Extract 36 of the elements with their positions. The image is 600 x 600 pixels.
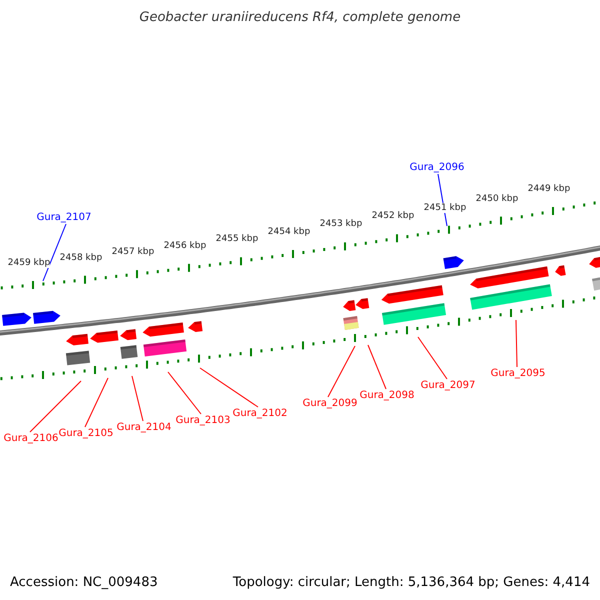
scale-label: 2453 kbp xyxy=(320,219,362,230)
scale-label: 2450 kbp xyxy=(476,194,518,204)
gene-label: Gura_2095 xyxy=(490,367,546,380)
title: Geobacter uraniireducens Rf4, complete genome xyxy=(138,10,462,25)
leader-line xyxy=(168,372,202,414)
genome-info-text: Topology: circular; Length: 5,136,364 bp; Genes: 4,414 xyxy=(232,575,590,590)
leader-line xyxy=(368,344,386,390)
gene-label: Gura_2099 xyxy=(302,397,358,410)
scale-label: 2455 kbp xyxy=(216,234,258,244)
leader-line xyxy=(30,380,82,432)
scale-label: 2449 kbp xyxy=(528,184,570,194)
leader-line xyxy=(328,346,356,398)
scale-label: 2457 kbp xyxy=(112,247,154,258)
scale-label: 2459 kbp xyxy=(8,258,50,268)
leader-line xyxy=(418,336,448,380)
leader-line xyxy=(132,376,144,422)
scale-label: 2452 kbp xyxy=(372,211,414,222)
scale-ruler xyxy=(0,296,596,382)
gene-label: Gura_2107 xyxy=(36,211,92,224)
scale-label: 2451 kbp xyxy=(424,202,466,213)
gene-label: Gura_2097 xyxy=(420,379,476,392)
accession-text: Accession: NC_009483 xyxy=(10,575,158,590)
gene-label: Gura_2098 xyxy=(360,389,414,402)
gene-label: Gura_2096 xyxy=(410,161,464,174)
leader-line xyxy=(42,224,66,282)
scale-label: 2458 kbp xyxy=(60,252,102,263)
gene-label: Gura_2105 xyxy=(58,427,114,440)
gene-label: Gura_2103 xyxy=(176,414,230,427)
gene-label: Gura_2106 xyxy=(4,432,58,445)
leader-line xyxy=(200,368,258,408)
scale-label: 2456 kbp xyxy=(164,240,206,251)
leader-line xyxy=(516,320,518,368)
gene-label: Gura_2104 xyxy=(116,421,172,434)
leader-line xyxy=(84,378,108,428)
gene-label: Gura_2102 xyxy=(232,407,288,420)
scale-label: 2454 kbp xyxy=(268,227,310,238)
